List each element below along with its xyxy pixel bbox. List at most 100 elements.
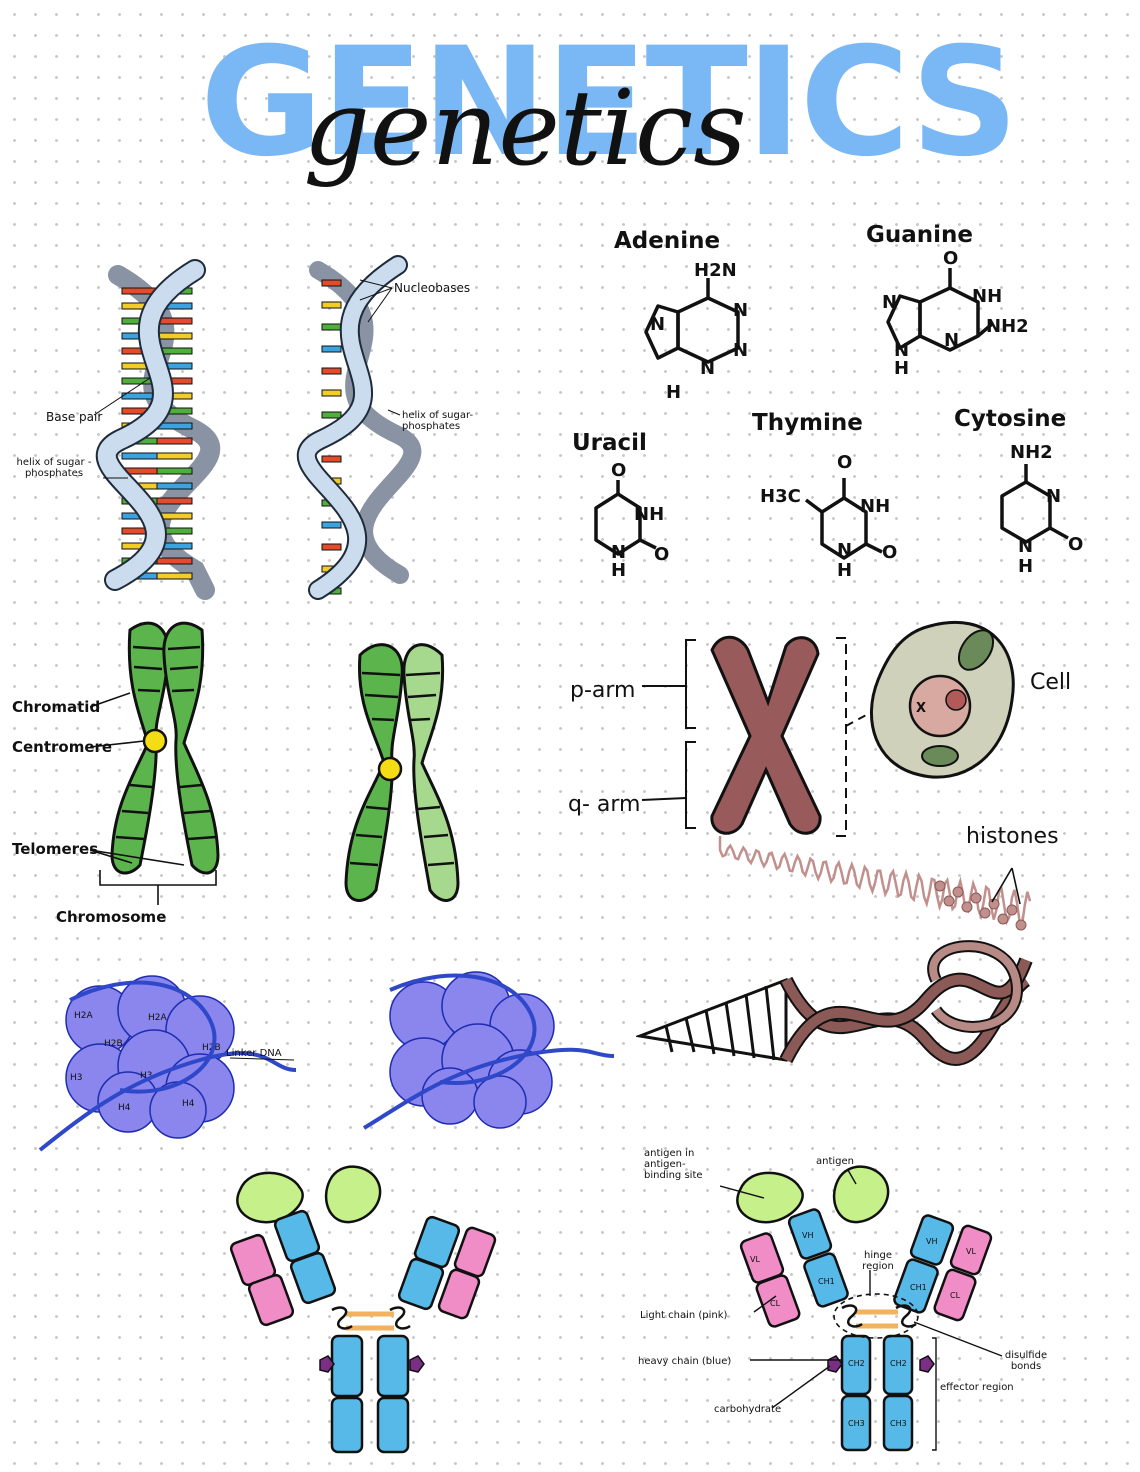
histones-label: histones bbox=[966, 824, 1059, 849]
base-pair-rung bbox=[156, 482, 193, 490]
base-pair-rung bbox=[321, 345, 342, 353]
linker-dna-label: Linker DNA bbox=[226, 1048, 282, 1059]
chromosome-labeled bbox=[110, 621, 220, 875]
uracil-atom-o2: O bbox=[654, 544, 669, 565]
thymine-atom-h: H bbox=[837, 560, 852, 581]
histone-label: H4 bbox=[182, 1099, 195, 1109]
domain-ch3-left: CH3 bbox=[848, 1419, 865, 1428]
p-arm-label: p-arm bbox=[570, 678, 636, 703]
heavy-chain-label: heavy chain (blue) bbox=[638, 1356, 732, 1367]
adenine-atom-n2: N bbox=[733, 300, 748, 321]
thymine-structure bbox=[804, 478, 883, 560]
base-pairs-left bbox=[121, 287, 193, 580]
nucleosome-plain bbox=[362, 971, 615, 1130]
guanine-atom-nh2: NH2 bbox=[986, 316, 1029, 337]
brown-dna-helix bbox=[636, 940, 1033, 1066]
title-block: GENETICS genetics bbox=[200, 16, 1019, 228]
base-pair-label: Base pair bbox=[46, 410, 103, 424]
cell-panel: X bbox=[641, 620, 1032, 931]
base-pair-rung bbox=[321, 279, 342, 287]
base-pair-rung bbox=[156, 437, 193, 445]
antibody-labeled: VL VH CL CH1 VH VL CH1 CL CH2 CH2 CH3 CH… bbox=[720, 1165, 1003, 1452]
arm-brackets bbox=[641, 637, 891, 837]
domain-vh-left: VH bbox=[802, 1231, 814, 1240]
title-block-letters: GENETICS bbox=[200, 16, 1019, 190]
histone-label: H2A bbox=[74, 1011, 93, 1021]
histone-bead bbox=[970, 892, 982, 904]
hinge-region-label: hinge region bbox=[862, 1250, 894, 1272]
dna-helix-left bbox=[95, 259, 221, 600]
helix-right-label: helix of sugar-phosphates bbox=[402, 410, 474, 432]
base-pair-rung bbox=[321, 323, 342, 331]
cytosine-atom-o: O bbox=[1068, 534, 1083, 555]
thymine-name: Thymine bbox=[752, 410, 863, 436]
guanine-structure bbox=[886, 268, 994, 352]
histone-label: H3 bbox=[140, 1071, 153, 1081]
chromatid-label: Chromatid bbox=[12, 698, 101, 716]
domain-vl-left: VL bbox=[750, 1255, 760, 1264]
guanine-atom-o: O bbox=[943, 250, 958, 269]
adenine-structure bbox=[644, 278, 740, 364]
disulfide-bonds-label: disulfide bonds bbox=[1004, 1350, 1048, 1372]
histone-label: H2A bbox=[148, 1013, 167, 1023]
domain-cl-left: CL bbox=[770, 1299, 781, 1308]
cytosine-atom-n1: N bbox=[1046, 486, 1061, 507]
chromosome-plain bbox=[344, 643, 460, 902]
adenine-atom-h: H bbox=[666, 382, 681, 403]
histone-bead bbox=[1006, 904, 1018, 916]
adenine-atom-n1: N bbox=[650, 314, 665, 335]
chromosome-label: Chromosome bbox=[56, 908, 167, 926]
molecule-structures: H2N N N N N H O NH NH2 N N N H O NH N H … bbox=[594, 250, 1083, 581]
domain-cl-right: CL bbox=[950, 1291, 961, 1300]
chromatin-coil bbox=[718, 836, 1032, 931]
base-pair-rung bbox=[156, 572, 193, 580]
cytosine-atom-n2: N bbox=[1018, 536, 1033, 557]
guanine-name: Guanine bbox=[866, 222, 974, 248]
dna-helix-panel bbox=[93, 255, 422, 600]
base-pair-rung bbox=[321, 521, 342, 529]
histone-bead bbox=[988, 898, 1000, 910]
base-pair-rung bbox=[321, 367, 342, 375]
domain-vl-right: VL bbox=[966, 1247, 976, 1256]
histone-bead bbox=[1015, 919, 1027, 931]
histone-label: H2B bbox=[104, 1039, 123, 1049]
domain-ch3-right: CH3 bbox=[890, 1419, 907, 1428]
light-chain-label: Light chain (pink) bbox=[640, 1310, 728, 1321]
base-pair-rung bbox=[321, 301, 342, 309]
uracil-name: Uracil bbox=[572, 430, 647, 456]
cell-label: Cell bbox=[1030, 670, 1072, 695]
domain-vh-right: VH bbox=[926, 1237, 938, 1246]
domain-ch1-left: CH1 bbox=[818, 1277, 835, 1286]
base-pair-rung bbox=[156, 467, 193, 475]
guanine-atom-n1: N bbox=[882, 292, 897, 313]
base-pair-rung bbox=[156, 317, 193, 325]
histone-bead bbox=[934, 880, 946, 892]
thymine-atom-n: N bbox=[837, 540, 852, 561]
q-arm-label: q- arm bbox=[568, 792, 641, 817]
base-pair-rung bbox=[156, 332, 193, 340]
histone-bead bbox=[997, 913, 1009, 925]
uracil-atom-n: N bbox=[611, 542, 626, 563]
base-pair-rung bbox=[321, 411, 342, 419]
histone-label: H3 bbox=[70, 1073, 83, 1083]
adenine-name: Adenine bbox=[614, 228, 721, 254]
base-pair-rung bbox=[321, 455, 342, 463]
dna-annotation-lines bbox=[93, 279, 401, 479]
effector-region-label: effector region bbox=[940, 1382, 1014, 1393]
nucleus-mark: X bbox=[916, 701, 926, 716]
adenine-atom-nh2: H2N bbox=[694, 260, 737, 281]
antigen-in-site-label: antigen in antigen- binding site bbox=[644, 1148, 703, 1181]
histone-bead bbox=[961, 901, 973, 913]
guanine-atom-h: H bbox=[894, 358, 909, 379]
base-pair-rung bbox=[121, 452, 158, 460]
uracil-atom-nh: NH bbox=[634, 504, 664, 525]
uracil-atom-h: H bbox=[611, 560, 626, 581]
base-pair-rung bbox=[156, 557, 193, 565]
nucleobases-label: Nucleobases bbox=[394, 281, 471, 295]
chromosome-annotation-lines bbox=[90, 692, 217, 905]
telomeres-label: Telomeres bbox=[12, 840, 99, 858]
domain-ch2-left: CH2 bbox=[848, 1359, 865, 1368]
cytosine-atom-nh2: NH2 bbox=[1010, 442, 1053, 463]
